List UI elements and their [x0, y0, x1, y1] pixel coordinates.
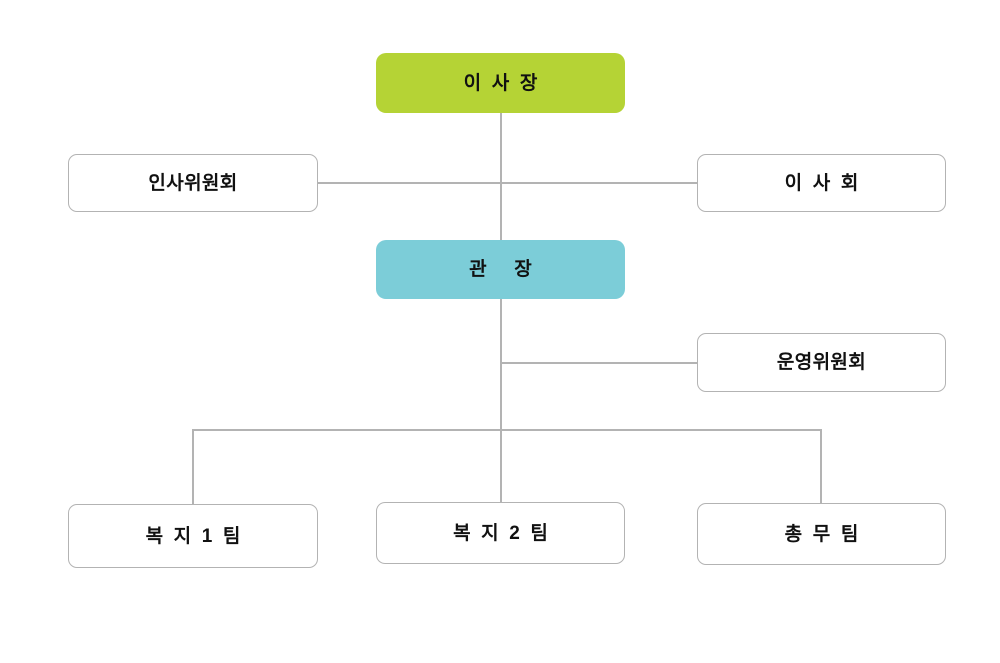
node-personnel-committee[interactable]: 인사위원회 — [68, 154, 318, 212]
node-general-affairs-team[interactable]: 총 무 팀 — [697, 503, 946, 565]
node-chairman-label: 이 사 장 — [463, 72, 540, 94]
node-general-affairs-team-label: 총 무 팀 — [784, 523, 861, 545]
connector-bottom-branch-bar — [192, 429, 822, 431]
node-welfare-team-1[interactable]: 복 지 1 팀 — [68, 504, 318, 568]
connector-personnel-to-board — [318, 182, 697, 184]
node-director[interactable]: 관 장 — [376, 240, 625, 299]
node-board-of-directors[interactable]: 이 사 회 — [697, 154, 946, 212]
node-welfare-team-2-label: 복 지 2 팀 — [453, 522, 551, 544]
node-board-of-directors-label: 이 사 회 — [784, 172, 861, 194]
connector-chairman-to-director — [500, 113, 502, 240]
node-chairman[interactable]: 이 사 장 — [376, 53, 625, 113]
connector-director-to-operating-committee — [500, 362, 697, 364]
node-operating-committee-label: 운영위원회 — [776, 352, 867, 373]
node-operating-committee[interactable]: 운영위원회 — [697, 333, 946, 392]
connector-director-spine — [500, 299, 502, 431]
node-personnel-committee-label: 인사위원회 — [148, 172, 238, 194]
connector-drop-welfare-team-2 — [500, 429, 502, 502]
node-director-label: 관 장 — [469, 259, 538, 280]
connector-drop-general-affairs-team — [820, 429, 822, 503]
node-welfare-team-2[interactable]: 복 지 2 팀 — [376, 502, 625, 564]
node-welfare-team-1-label: 복 지 1 팀 — [145, 525, 244, 547]
connector-drop-welfare-team-1 — [192, 429, 194, 504]
